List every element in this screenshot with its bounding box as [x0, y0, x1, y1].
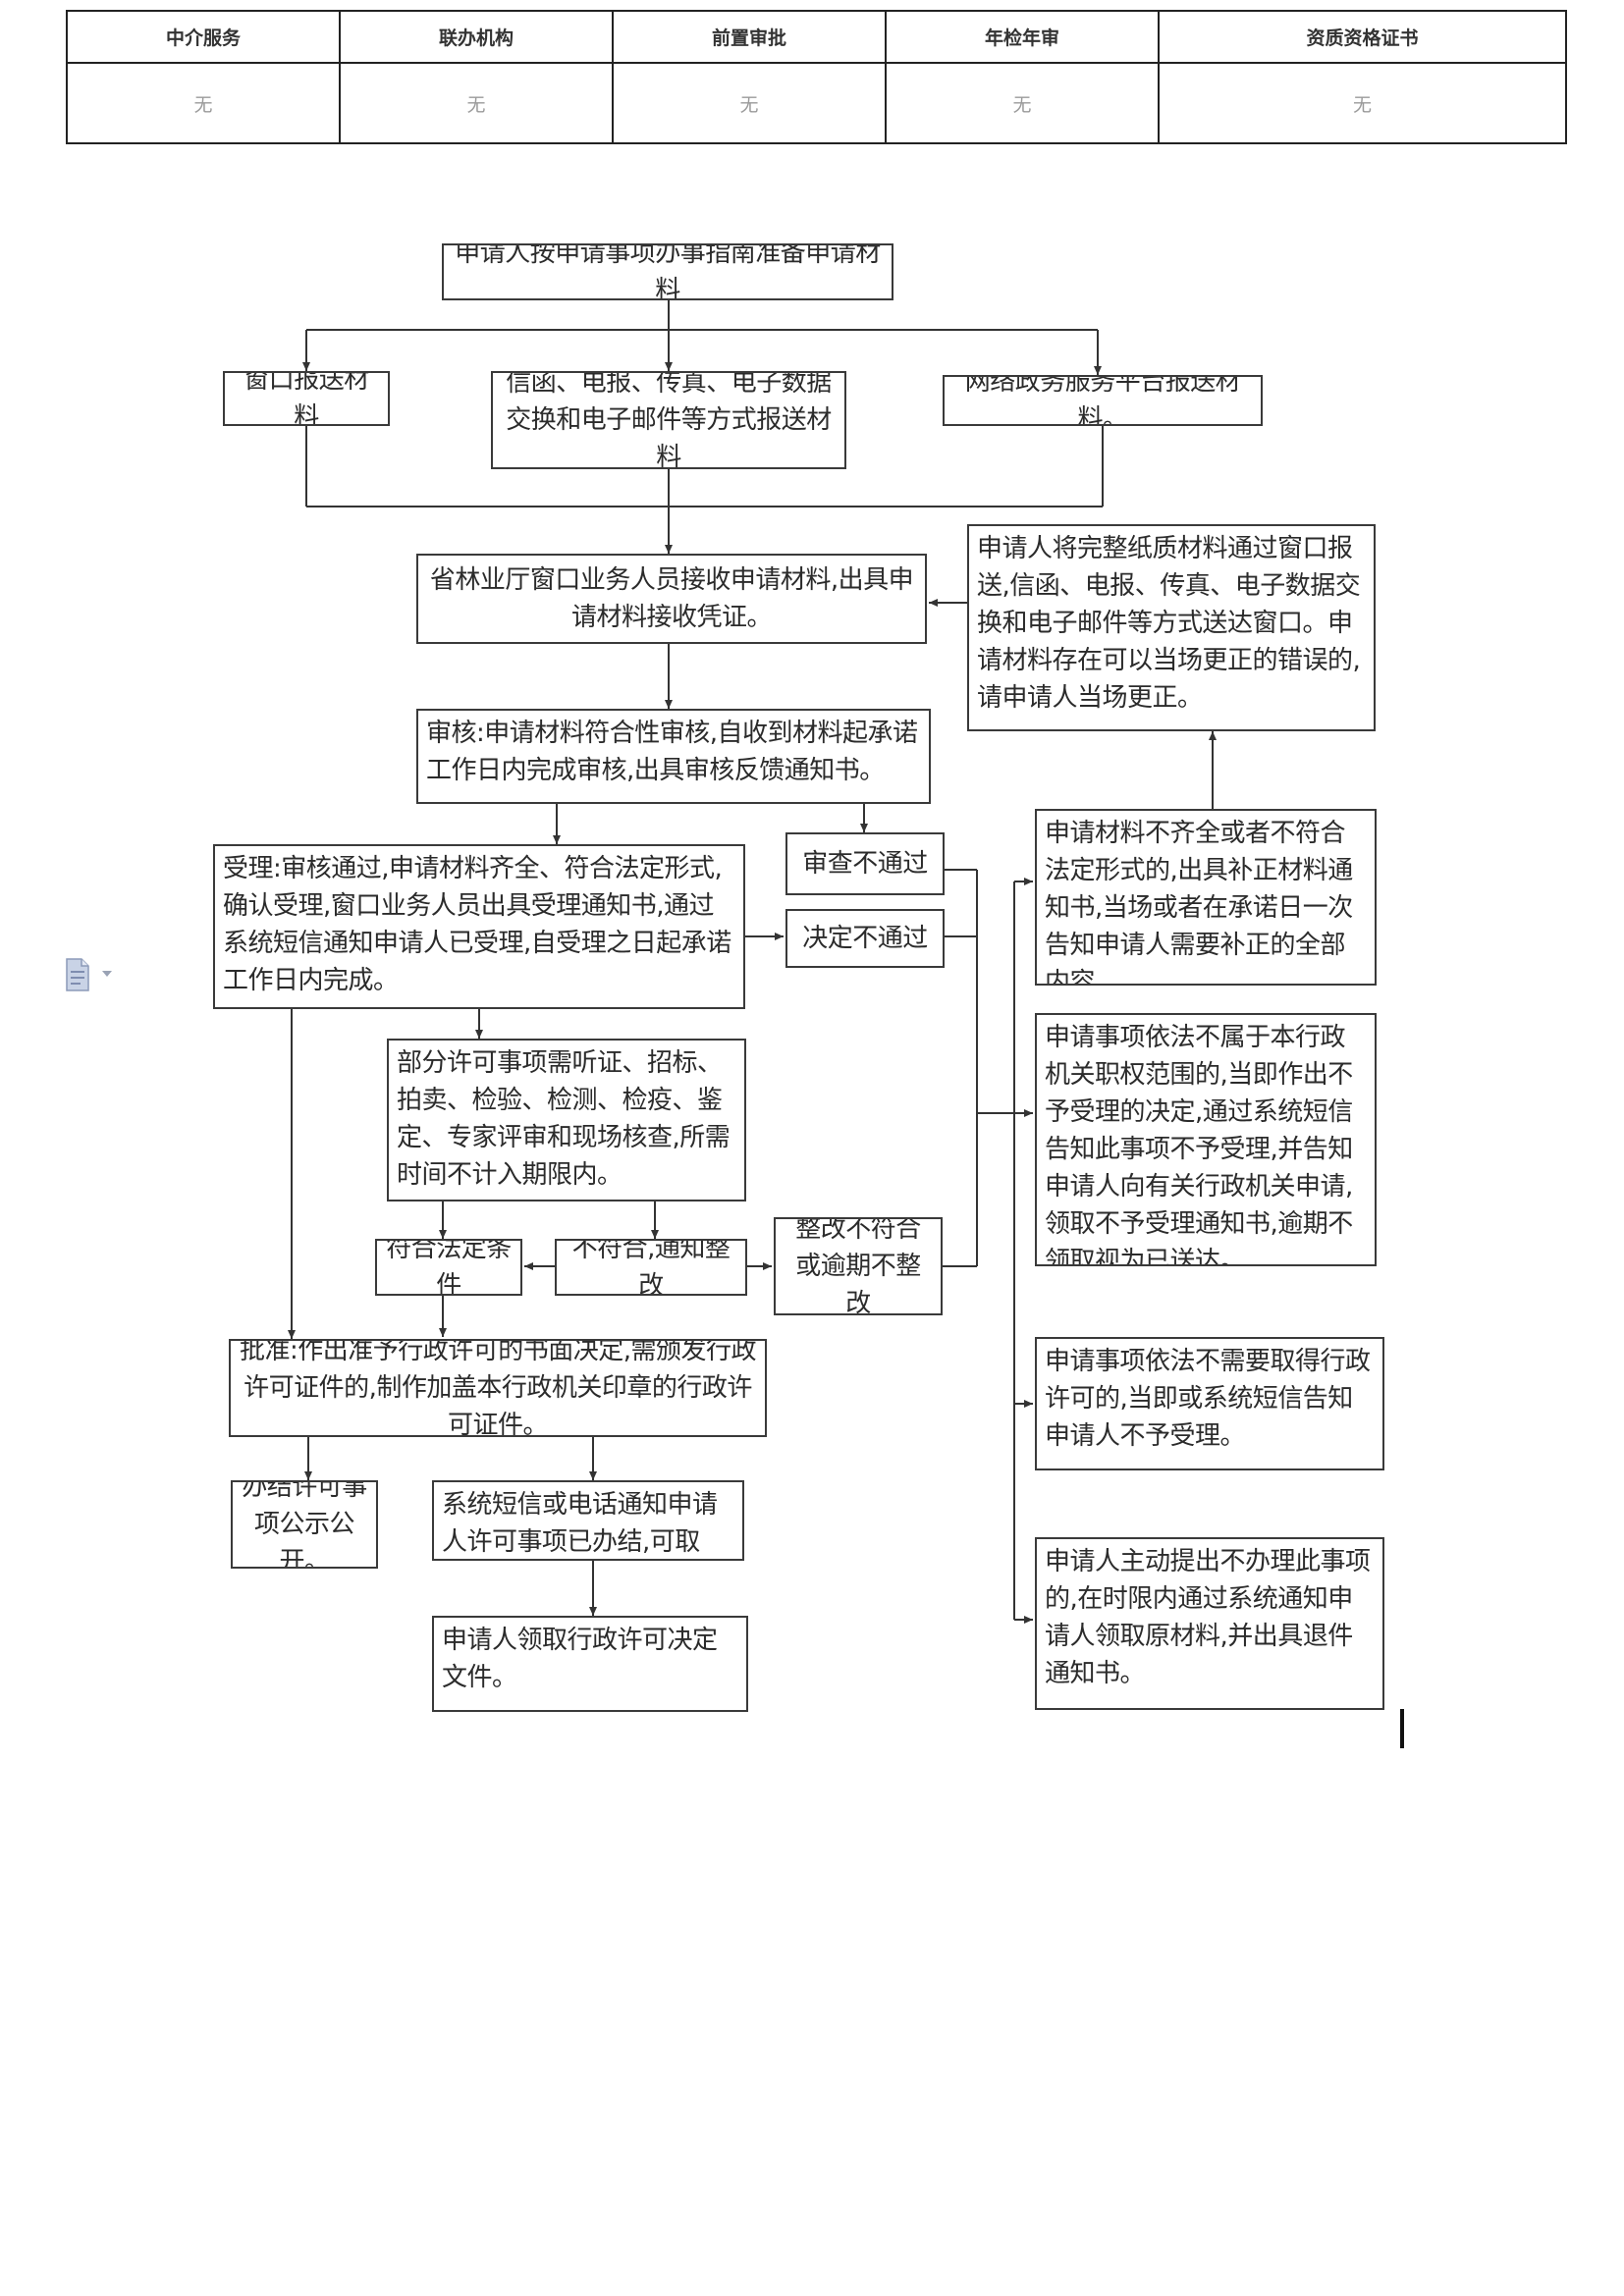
step-window-submit: 窗口报送材料 — [223, 371, 390, 426]
cell-joint-agency: 无 — [339, 62, 614, 144]
step-collect-decision: 申请人领取行政许可决定文件。 — [432, 1616, 748, 1712]
text-cursor-icon — [1400, 1709, 1404, 1748]
step-rectify-fail: 整改不符合或逾期不整改 — [774, 1217, 943, 1315]
step-notify-completed: 系统短信或电话通知申请人许可事项已办结,可取件。 — [432, 1480, 744, 1561]
header-annual-review: 年检年审 — [885, 10, 1160, 64]
step-publicize: 办结许可事项公示公开。 — [231, 1480, 378, 1569]
step-review: 审核:申请材料符合性审核,自收到材料起承诺工作日内完成审核,出具审核反馈通知书。 — [416, 709, 931, 804]
step-not-in-scope: 申请事项依法不属于本行政机关职权范围的,当即作出不予受理的决定,通过系统短信告知… — [1035, 1013, 1377, 1266]
table-row: 无 无 无 无 无 — [66, 62, 1567, 144]
info-table: 中介服务 联办机构 前置审批 年检年审 资质资格证书 无 无 无 无 无 — [66, 10, 1567, 144]
header-pre-approval: 前置审批 — [612, 10, 887, 64]
step-other-submit: 信函、电报、传真、电子数据交换和电子邮件等方式报送材料 — [491, 371, 846, 469]
chevron-down-icon[interactable] — [102, 971, 112, 977]
step-withdraw-application: 申请人主动提出不办理此事项的,在时限内通过系统通知申请人领取原材料,并出具退件通… — [1035, 1537, 1384, 1710]
step-qualified: 符合法定条件 — [375, 1239, 522, 1296]
step-prepare-materials: 申请人按申请事项办事指南准备申请材料 — [442, 243, 893, 300]
document-icon[interactable] — [65, 957, 90, 992]
header-joint-agency: 联办机构 — [339, 10, 614, 64]
step-online-submit: 网络政务服务平台报送材料。 — [943, 375, 1263, 426]
step-decision-fail: 决定不通过 — [785, 909, 945, 968]
cell-qualification-cert: 无 — [1158, 62, 1567, 144]
step-resubmit-materials: 申请人将完整纸质材料通过窗口报送,信函、电报、传真、电子数据交换和电子邮件等方式… — [967, 524, 1376, 731]
step-hearing-review: 部分许可事项需听证、招标、拍卖、检验、检测、检疫、鉴定、专家评审和现场核查,所需… — [387, 1039, 746, 1201]
step-rectify-notice: 不符合,通知整改 — [555, 1239, 747, 1296]
header-qualification-cert: 资质资格证书 — [1158, 10, 1567, 64]
cell-intermediary: 无 — [66, 62, 341, 144]
step-accept: 受理:审核通过,申请材料齐全、符合法定形式,确认受理,窗口业务人员出具受理通知书… — [213, 844, 745, 1009]
step-review-fail: 审查不通过 — [785, 832, 945, 895]
step-incomplete-materials: 申请材料不齐全或者不符合法定形式的,出具补正材料通知书,当场或者在承诺日一次告知… — [1035, 809, 1377, 986]
table-header-row: 中介服务 联办机构 前置审批 年检年审 资质资格证书 — [66, 10, 1567, 64]
header-intermediary: 中介服务 — [66, 10, 341, 64]
step-approve: 批准:作出准予行政许可的书面决定,需颁发行政许可证件的,制作加盖本行政机关印章的… — [229, 1339, 767, 1437]
cell-annual-review: 无 — [885, 62, 1160, 144]
cell-pre-approval: 无 — [612, 62, 887, 144]
step-no-permit-needed: 申请事项依法不需要取得行政许可的,当即或系统短信告知申请人不予受理。 — [1035, 1337, 1384, 1470]
step-receive-materials: 省林业厅窗口业务人员接收申请材料,出具申请材料接收凭证。 — [416, 554, 927, 644]
